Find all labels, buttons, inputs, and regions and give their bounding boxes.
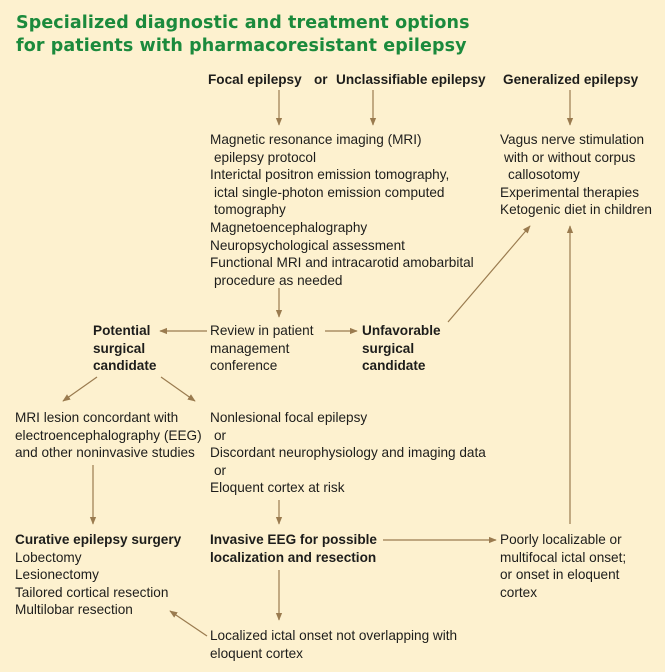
- poorly-localizable-onset: Poorly localizable or multifocal ictal o…: [500, 531, 626, 601]
- poorly-localizable-line: or onset in eloquent: [500, 567, 620, 583]
- curative-item: Tailored cortical resection: [15, 584, 169, 600]
- poorly-localizable-line: cortex: [500, 584, 538, 600]
- potential-candidate-line: Potential: [93, 323, 151, 338]
- arrow-localized-onset-to-curative: [169, 610, 208, 637]
- potential-surgical-candidate: Potential surgical candidate: [93, 322, 156, 375]
- presurgical-workup: Magnetic resonance imaging (MRI) epileps…: [210, 131, 474, 289]
- mri-lesion-line: electroencephalography (EEG): [15, 427, 202, 443]
- option-line: with or without corpus: [504, 149, 636, 165]
- review-line: Review in patient: [210, 323, 314, 338]
- nonlesional-line: Eloquent cortex at risk: [210, 480, 345, 496]
- option-line: callosotomy: [508, 167, 580, 183]
- invasive-eeg-line: localization and resection: [210, 549, 377, 565]
- workup-line: Magnetoencephalography: [210, 219, 368, 235]
- arrow-unfavorable-to-generalized-options: [447, 225, 531, 323]
- workup-line: Magnetic resonance imaging (MRI): [210, 132, 422, 147]
- generalized-epilepsy-label: Generalized epilepsy: [503, 72, 639, 87]
- localized-onset-line: eloquent cortex: [210, 645, 303, 661]
- unfavorable-surgical-candidate: Unfavorable surgical candidate: [362, 322, 441, 375]
- invasive-eeg: Invasive EEG for possible localization a…: [210, 531, 377, 566]
- mri-lesion-concordant: MRI lesion concordant with electroenceph…: [15, 409, 202, 462]
- workup-line: epilepsy protocol: [214, 149, 317, 165]
- localized-onset-line: Localized ictal onset not overlapping wi…: [210, 628, 458, 643]
- poorly-localizable-line: Poorly localizable or: [500, 532, 622, 547]
- nonlesional-line: or: [214, 427, 227, 443]
- review-line: conference: [210, 358, 278, 374]
- unfavorable-candidate-line: surgical: [362, 340, 415, 356]
- workup-line: tomography: [214, 202, 286, 218]
- curative-item: Lesionectomy: [15, 567, 99, 583]
- potential-candidate-line: candidate: [93, 358, 157, 374]
- focal-epilepsy-label: Focal epilepsy: [208, 72, 302, 87]
- nonlesional-focal-epilepsy: Nonlesional focal epilepsy or Discordant…: [210, 409, 486, 497]
- workup-line: Neuropsychological assessment: [210, 237, 405, 253]
- curative-heading: Curative epilepsy surgery: [15, 532, 182, 547]
- nonlesional-line: Discordant neurophysiology and imaging d…: [210, 445, 486, 461]
- poorly-localizable-line: multifocal ictal onset;: [500, 549, 627, 565]
- unfavorable-candidate-line: candidate: [362, 358, 426, 374]
- workup-line: Interictal positron emission tomography,: [210, 167, 450, 183]
- curative-epilepsy-surgery: Curative epilepsy surgery Lobectomy Lesi…: [15, 531, 181, 619]
- option-line: Ketogenic diet in children: [500, 202, 652, 218]
- invasive-eeg-line: Invasive EEG for possible: [210, 532, 377, 547]
- curative-item: Lobectomy: [15, 549, 82, 565]
- diagram-title: Specialized diagnostic and treatment opt…: [16, 12, 470, 58]
- mri-lesion-line: MRI lesion concordant with: [15, 410, 179, 425]
- arrow-potential-to-nonlesional: [160, 376, 196, 402]
- unfavorable-candidate-line: Unfavorable: [362, 323, 441, 338]
- or-label: or: [314, 72, 328, 87]
- option-line: Experimental therapies: [500, 184, 640, 200]
- nonlesional-line: or: [214, 462, 227, 478]
- workup-line: procedure as needed: [214, 272, 343, 288]
- review-line: management: [210, 340, 290, 356]
- arrow-potential-to-mri-lesion: [62, 376, 98, 402]
- review-conference: Review in patient management conference: [210, 322, 314, 375]
- generalized-treatment-options: Vagus nerve stimulation with or without …: [500, 131, 652, 219]
- title-line-2: for patients with pharmacoresistant epil…: [16, 36, 467, 56]
- curative-item: Multilobar resection: [15, 602, 133, 618]
- workup-line: Functional MRI and intracarotid amobarbi…: [210, 255, 474, 271]
- option-line: Vagus nerve stimulation: [500, 132, 645, 147]
- nonlesional-line: Nonlesional focal epilepsy: [210, 410, 368, 425]
- workup-line: ictal single-photon emission computed: [214, 184, 445, 200]
- unclassifiable-epilepsy-label: Unclassifiable epilepsy: [336, 72, 486, 87]
- mri-lesion-line: and other noninvasive studies: [15, 445, 195, 461]
- potential-candidate-line: surgical: [93, 340, 146, 356]
- title-line-1: Specialized diagnostic and treatment opt…: [16, 13, 470, 33]
- localized-ictal-onset: Localized ictal onset not overlapping wi…: [210, 627, 457, 662]
